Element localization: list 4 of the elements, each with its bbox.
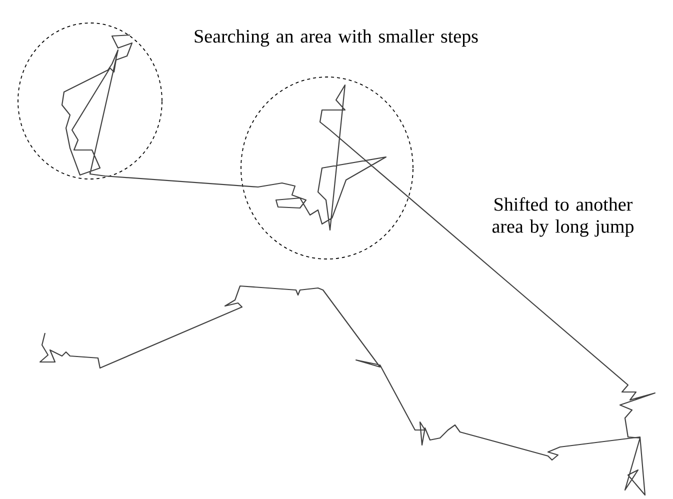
annotation-text: Searching an area with smaller steps — [194, 29, 478, 47]
dashed-circle — [240, 76, 414, 260]
dashed-circle — [18, 22, 162, 180]
annotation-text: Shifted to another area by long jump — [492, 197, 634, 237]
